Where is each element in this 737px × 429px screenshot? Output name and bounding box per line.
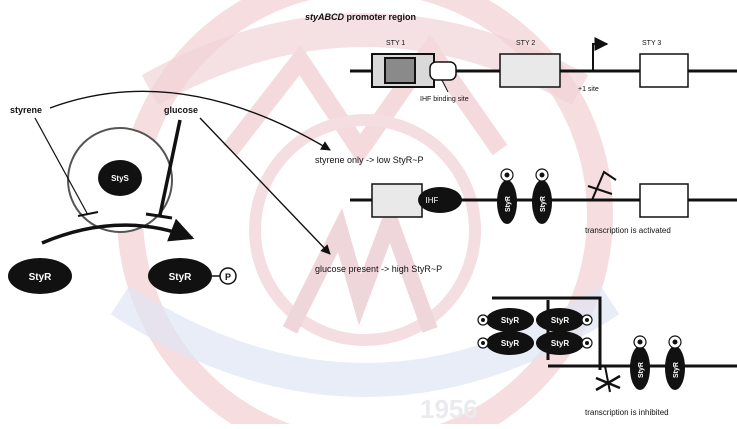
plus1-site-label: +1 site: [578, 86, 599, 93]
ihf-binding-site-label: IHF binding site: [420, 96, 469, 103]
sty2-box: [500, 54, 560, 87]
sty1-inner-box: [385, 58, 415, 83]
styr-tetramer-4: StyR: [551, 339, 569, 348]
styr-dimer-label-b: StyR: [540, 196, 547, 212]
glucose-label: glucose: [164, 105, 198, 115]
styr-dimer-label-a: StyR: [505, 196, 512, 212]
styr-label-left: StyR: [29, 272, 53, 283]
transcription-start-arrow: [593, 44, 607, 71]
watermark-year: 1956: [420, 394, 478, 424]
styr-dimer-label-c: StyR: [638, 362, 645, 378]
sty1-label: STY 1: [386, 40, 405, 47]
sty3-label: STY 3: [642, 40, 661, 47]
styrene-label: styrene: [10, 105, 42, 115]
transcription-inhibited-label: transcription is inhibited: [585, 408, 669, 417]
ihf-label: IHF: [426, 196, 439, 205]
styr-label-right: StyR: [169, 272, 193, 283]
sty3-box: [640, 54, 688, 87]
sty2-label: STY 2: [516, 40, 535, 47]
styrene-only-condition: styrene only -> low StyR~P: [315, 155, 424, 165]
promoter-region-title: styABCD promoter region: [305, 12, 416, 22]
phosphate-label: P: [225, 272, 231, 282]
glucose-present-condition: glucose present -> high StyR~P: [315, 264, 442, 274]
styr-tetramer-1: StyR: [501, 316, 519, 325]
ihf-binding-site-box: [430, 62, 456, 80]
transcription-activated-label: transcription is activated: [585, 226, 671, 235]
styr-dimer-label-d: StyR: [673, 362, 680, 378]
stys-label: StyS: [111, 174, 129, 183]
styr-tetramer-2: StyR: [551, 316, 569, 325]
styr-tetramer-3: StyR: [501, 339, 519, 348]
